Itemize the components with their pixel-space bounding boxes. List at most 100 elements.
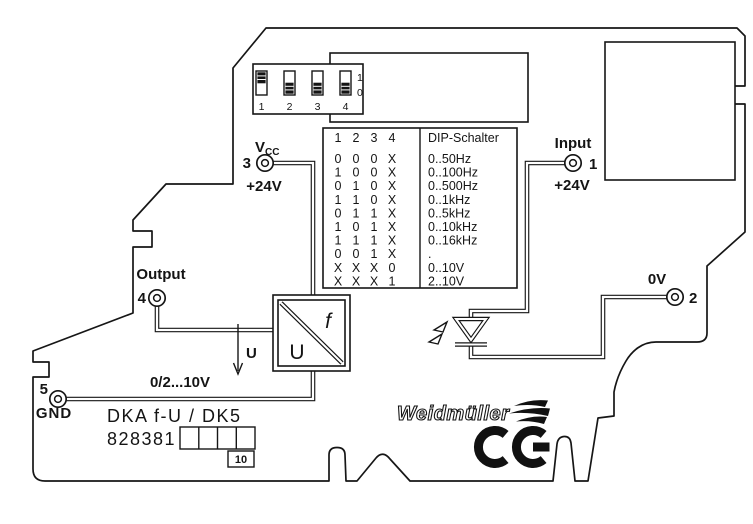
terminal-1 <box>563 153 583 173</box>
terminal-2-number: 2 <box>689 290 697 307</box>
dip-table-cell: 1 <box>353 179 360 193</box>
dip-handle <box>257 72 266 84</box>
brand-logo-text: Weidmüller <box>397 403 510 425</box>
dip-table-cell: 1 <box>371 247 378 261</box>
terminal-2 <box>665 287 685 307</box>
dip-table-cell: 0 <box>353 220 360 234</box>
terminal-1-name: Input <box>555 135 592 152</box>
terminal-3-name: VCC <box>255 139 279 158</box>
terminal-2-name: 0V <box>648 271 666 288</box>
dip-table-cell: X <box>388 234 397 248</box>
dip-switch-sliders: 1 2 3 4 <box>255 70 352 113</box>
dip-slot-label: 4 <box>343 101 349 113</box>
dip-slot-label: 1 <box>259 101 265 113</box>
terminal-5 <box>48 389 68 409</box>
dip-table-cell: 0 <box>371 193 378 207</box>
dip-table-cell: 1 <box>335 166 342 180</box>
dip-table-range: 0..16kHz <box>428 234 477 248</box>
terminal-1-voltage: +24V <box>554 177 589 194</box>
led-symbol <box>427 316 491 347</box>
dip-table-cell: 0 <box>371 179 378 193</box>
dip-header-col: 4 <box>389 131 396 145</box>
voltage-arrow-label: U <box>246 345 257 362</box>
terminal-3-voltage: +24V <box>246 178 281 195</box>
dip-table-range: 0..10V <box>428 261 465 275</box>
converter-input-symbol: U <box>289 341 304 364</box>
dip-slot <box>339 70 352 96</box>
ce-mark-icon <box>474 426 550 468</box>
dip-slot <box>283 70 296 96</box>
housing-step-panel <box>604 41 736 181</box>
terminal-3-number: 3 <box>243 155 251 172</box>
terminal-3 <box>255 153 275 173</box>
dip-table-cell: 0 <box>389 261 396 275</box>
dip-table-cell: X <box>334 274 343 288</box>
dip-table-cell: 1 <box>389 274 396 288</box>
dip-handle <box>341 82 350 94</box>
dip-table-range: 0..100Hz <box>428 166 478 180</box>
marking-boxes: 10 <box>179 426 256 468</box>
terminal-1-number: 1 <box>589 156 597 173</box>
dip-table-cell: 0 <box>335 247 342 261</box>
dip-slot-label: 2 <box>287 101 293 113</box>
terminal-5-number: 5 <box>40 381 48 398</box>
dip-table-range: 2..10V <box>428 274 465 288</box>
dip-header-col: 3 <box>371 131 378 145</box>
dip-table-cell: 1 <box>371 234 378 248</box>
wiring <box>66 160 667 402</box>
dip-table-range: 0..10kHz <box>428 220 477 234</box>
dip-scale-top: 1 <box>357 72 363 84</box>
dip-table-cell: 1 <box>335 220 342 234</box>
terminal-4-number: 4 <box>138 290 147 307</box>
dip-table-cell: 0 <box>335 179 342 193</box>
dip-header-col: 1 <box>335 131 342 145</box>
dip-table-cell: 0 <box>353 166 360 180</box>
dip-table-cell: X <box>352 274 361 288</box>
terminal-4 <box>147 288 167 308</box>
dip-switch-icon: 1 2 3 4 1 0 <box>252 63 364 115</box>
dip-slot <box>311 70 324 96</box>
led-light-arrows <box>427 320 449 345</box>
terminal-4-name: Output <box>136 266 185 283</box>
article-number: 828381 <box>107 429 176 449</box>
dip-table-cell: 1 <box>335 234 342 248</box>
terminal-5-name: GND <box>36 405 72 422</box>
dip-table-cell: 1 <box>353 193 360 207</box>
dip-scale-bottom: 0 <box>357 87 363 99</box>
dip-table-cell: X <box>334 261 343 275</box>
product-model: DKA f-U / DK5 <box>107 406 242 426</box>
dip-table-cell: X <box>388 193 397 207</box>
dip-table-range: 0..5kHz <box>428 206 470 220</box>
dip-table-range: . <box>428 247 431 261</box>
dip-table-cell: X <box>388 179 397 193</box>
dip-table-cell: X <box>388 206 397 220</box>
dip-table-cell: 1 <box>353 234 360 248</box>
dip-table-cell: X <box>388 166 397 180</box>
dip-table-cell: 1 <box>335 193 342 207</box>
dip-handle <box>313 82 322 94</box>
brand-logo-icon <box>509 400 550 424</box>
voltage-arrow <box>232 324 244 376</box>
dip-slot-label: 3 <box>315 101 321 113</box>
dip-table-cell: 0 <box>353 152 360 166</box>
output-range-label: 0/2...10V <box>150 374 210 391</box>
dip-table-cell: X <box>388 152 397 166</box>
dip-table-cell: X <box>370 261 379 275</box>
dip-table-cell: 0 <box>335 152 342 166</box>
dip-table-cell: 0 <box>353 247 360 261</box>
dip-table-range: 0..1kHz <box>428 193 470 207</box>
dip-table-cell: X <box>370 274 379 288</box>
dip-table-range: 0..50Hz <box>428 152 471 166</box>
dip-table-cell: 1 <box>371 220 378 234</box>
dip-table-cell: X <box>388 247 397 261</box>
dip-handle <box>285 82 294 94</box>
terminals <box>48 153 685 409</box>
dip-table-cell: 0 <box>371 152 378 166</box>
dip-slot <box>255 70 268 96</box>
dip-table-cell: X <box>388 220 397 234</box>
